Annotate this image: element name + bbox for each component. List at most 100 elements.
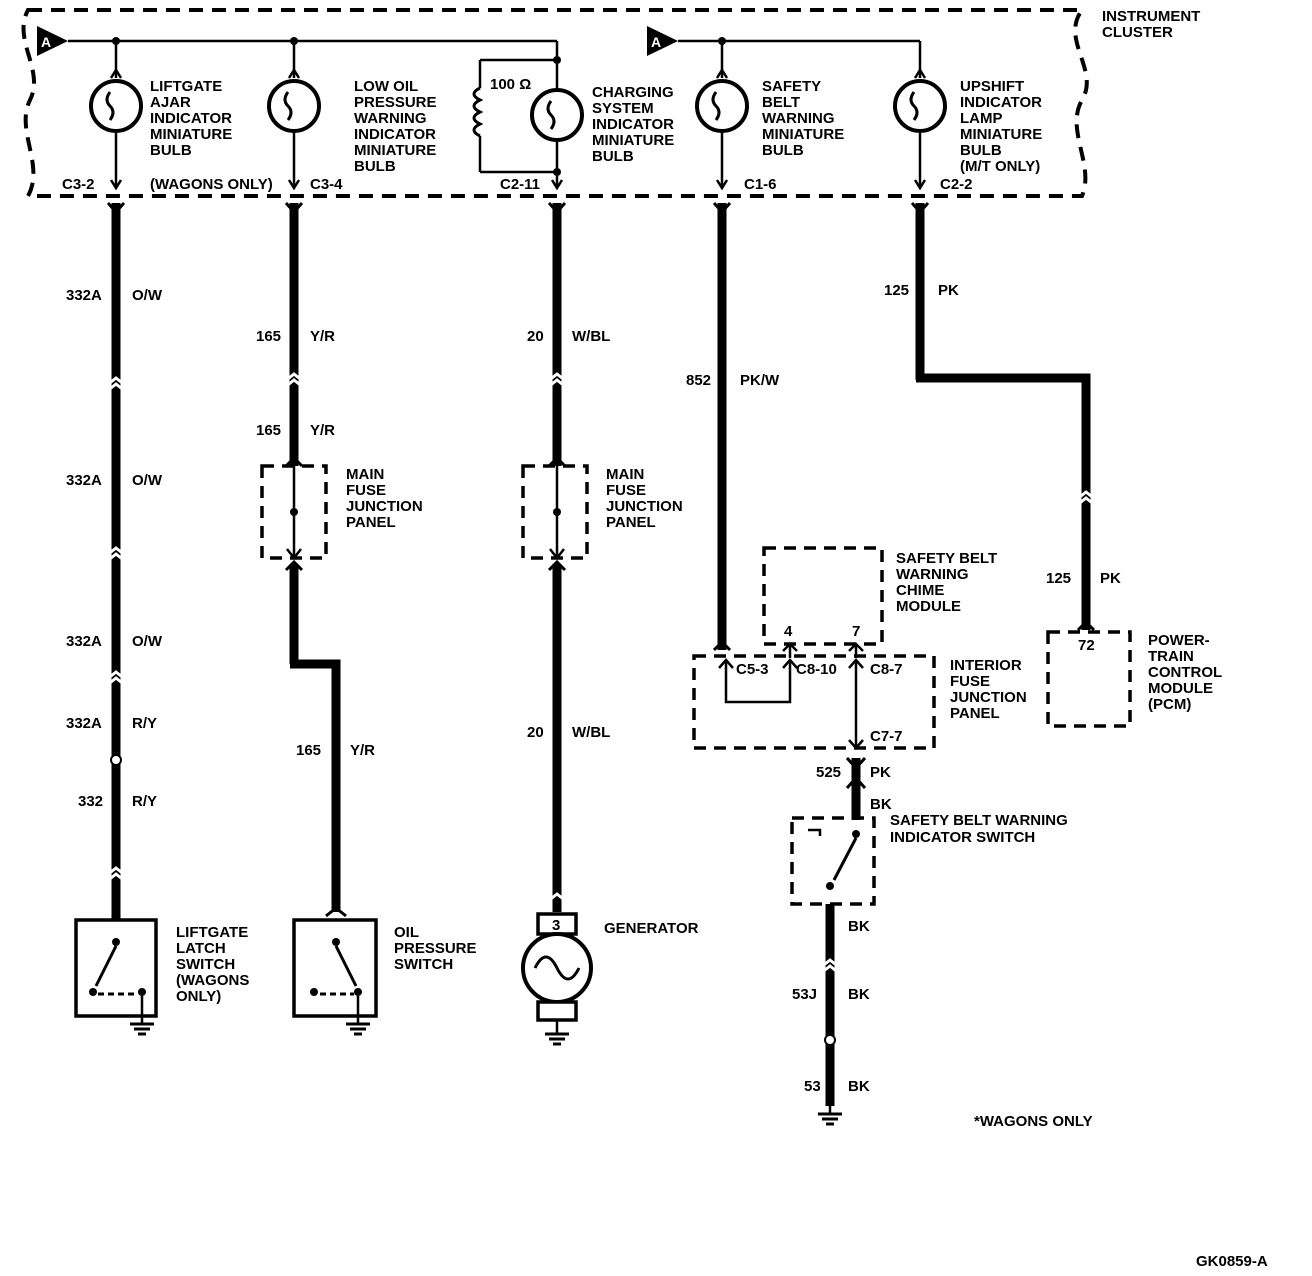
svg-text:BULB: BULB [150, 142, 192, 159]
bulb-label-liftgate: LIFTGATE AJAR INDICATOR MINIATURE BULB [150, 78, 232, 159]
bulb-charging-icon [472, 56, 584, 191]
svg-text:BELT: BELT [762, 94, 800, 111]
liftgate-switch-icon [74, 918, 158, 1036]
wire-c1-1-color: O/W [132, 472, 163, 489]
main-fuse-1-label: MAIN FUSE JUNCTION PANEL [346, 466, 423, 531]
wire-c1-2-color: O/W [132, 633, 163, 650]
svg-text:JUNCTION: JUNCTION [606, 498, 683, 515]
wire-c4-4-color: BK [848, 986, 870, 1003]
svg-text:MINIATURE: MINIATURE [150, 126, 232, 143]
wire-c3-0-circuit: 20 [527, 328, 544, 345]
bulb-safety-belt-icon [695, 41, 749, 191]
interior-fuse-panel-box [692, 654, 936, 750]
wire-c4-5-circuit: 53 [804, 1078, 821, 1095]
wire-c1-0-circuit: 332A [66, 287, 102, 304]
svg-text:TRAIN: TRAIN [1148, 648, 1194, 665]
feed-a-left: A [37, 26, 68, 56]
svg-text:WARNING: WARNING [762, 110, 835, 127]
wire-c1-3-color: R/Y [132, 715, 157, 732]
connector-c1-6: C1-6 [744, 176, 777, 193]
wire-c4-4-circuit: 53J [792, 986, 817, 1003]
svg-text:PRESSURE: PRESSURE [354, 94, 437, 111]
wire-c2-1-circuit: 165 [256, 422, 281, 439]
chime-pin-7: 7 [852, 623, 860, 640]
circuit-liftgate-wire [105, 202, 127, 920]
chime-module-box [762, 546, 884, 646]
svg-text:FUSE: FUSE [606, 482, 646, 499]
svg-text:SAFETY BELT: SAFETY BELT [896, 550, 997, 567]
bulb-liftgate-icon [89, 41, 143, 191]
oil-pressure-switch-label: OIL PRESSURE SWITCH [394, 924, 477, 973]
chime-pin-4: 4 [784, 623, 793, 640]
svg-text:(M/T ONLY): (M/T ONLY) [960, 158, 1040, 175]
svg-text:INDICATOR: INDICATOR [150, 110, 232, 127]
svg-text:INDICATOR: INDICATOR [592, 116, 674, 133]
interior-fuse-label: INTERIOR FUSE JUNCTION PANEL [950, 657, 1027, 722]
wire-c4-5-color: BK [848, 1078, 870, 1095]
connector-c3-4: C3-4 [310, 176, 343, 193]
svg-text:INDICATOR: INDICATOR [960, 94, 1042, 111]
svg-text:OIL: OIL [394, 924, 419, 941]
wire-c4-1-circuit: 525 [816, 764, 841, 781]
svg-text:BULB: BULB [762, 142, 804, 159]
connector-c3-2: C3-2 [62, 176, 95, 193]
circuit-belt-ground-wire [818, 904, 842, 1126]
wire-c1-3-circuit: 332A [66, 715, 102, 732]
connector-c8-7: C8-7 [870, 661, 903, 678]
resistor-value: 100 Ω [490, 76, 531, 93]
svg-text:SYSTEM: SYSTEM [592, 100, 654, 117]
connector-c5-3: C5-3 [736, 661, 769, 678]
wire-c3-1-circuit: 20 [527, 724, 544, 741]
bulb-label-safety-belt: SAFETY BELT WARNING MINIATURE BULB [762, 78, 844, 159]
svg-text:FUSE: FUSE [346, 482, 386, 499]
svg-text:MINIATURE: MINIATURE [354, 142, 436, 159]
svg-text:PRESSURE: PRESSURE [394, 940, 477, 957]
svg-text:MAIN: MAIN [606, 466, 644, 483]
connector-c2-2: C2-2 [940, 176, 973, 193]
wire-c1-4-circuit: 332 [78, 793, 103, 810]
svg-text:SAFETY: SAFETY [762, 78, 821, 95]
svg-text:LIFTGATE: LIFTGATE [176, 924, 248, 941]
wire-c2-2-color: Y/R [350, 742, 375, 759]
connector-c8-10: C8-10 [796, 661, 837, 678]
wire-c5-0-color: PK [938, 282, 959, 299]
belt-switch-icon [808, 828, 860, 890]
svg-text:SAFETY BELT WARNING: SAFETY BELT WARNING [890, 812, 1068, 829]
pcm-pin-72: 72 [1078, 637, 1095, 654]
circuit-belt-switch-wire [845, 756, 867, 820]
circuit-upshift-wire [910, 202, 1097, 632]
wire-c3-1-color: W/BL [572, 724, 610, 741]
svg-text:(PCM): (PCM) [1148, 696, 1191, 713]
wire-c5-1-color: PK [1100, 570, 1121, 587]
svg-text:INDICATOR SWITCH: INDICATOR SWITCH [890, 829, 1035, 846]
connector-c7-7: C7-7 [870, 728, 903, 745]
svg-text:MODULE: MODULE [896, 598, 961, 615]
pcm-label: POWER- TRAIN CONTROL MODULE (PCM) [1148, 632, 1222, 713]
bulb-label-oil: LOW OIL PRESSURE WARNING INDICATOR MINIA… [354, 78, 437, 175]
oil-pressure-switch-icon [292, 918, 378, 1036]
wire-c4-1-color: PK [870, 764, 891, 781]
generator-pin: 3 [552, 917, 560, 934]
wire-c4-0-color: PK/W [740, 372, 780, 389]
svg-text:BULB: BULB [592, 148, 634, 165]
svg-text:SWITCH: SWITCH [176, 956, 235, 973]
liftgate-switch-label: LIFTGATE LATCH SWITCH (WAGONS ONLY) [176, 924, 249, 1005]
svg-text:LATCH: LATCH [176, 940, 226, 957]
svg-text:JUNCTION: JUNCTION [346, 498, 423, 515]
svg-text:CHIME: CHIME [896, 582, 944, 599]
chime-module-label: SAFETY BELT WARNING CHIME MODULE [896, 550, 997, 615]
instrument-cluster-outline [21, 8, 1089, 198]
svg-text:MODULE: MODULE [1148, 680, 1213, 697]
svg-text:JUNCTION: JUNCTION [950, 689, 1027, 706]
cluster-title-1: INSTRUMENT [1102, 8, 1200, 25]
pcm-box [1046, 630, 1132, 728]
svg-text:A: A [651, 34, 661, 50]
main-fuse-2-label: MAIN FUSE JUNCTION PANEL [606, 466, 683, 531]
belt-switch-box [790, 816, 876, 906]
circuit-charging-wire [521, 202, 589, 912]
feed-a-right: A [647, 26, 678, 56]
belt-switch-label: SAFETY BELT WARNING INDICATOR SWITCH [890, 812, 1068, 846]
wire-c5-0-circuit: 125 [884, 282, 909, 299]
svg-text:A: A [41, 34, 51, 50]
